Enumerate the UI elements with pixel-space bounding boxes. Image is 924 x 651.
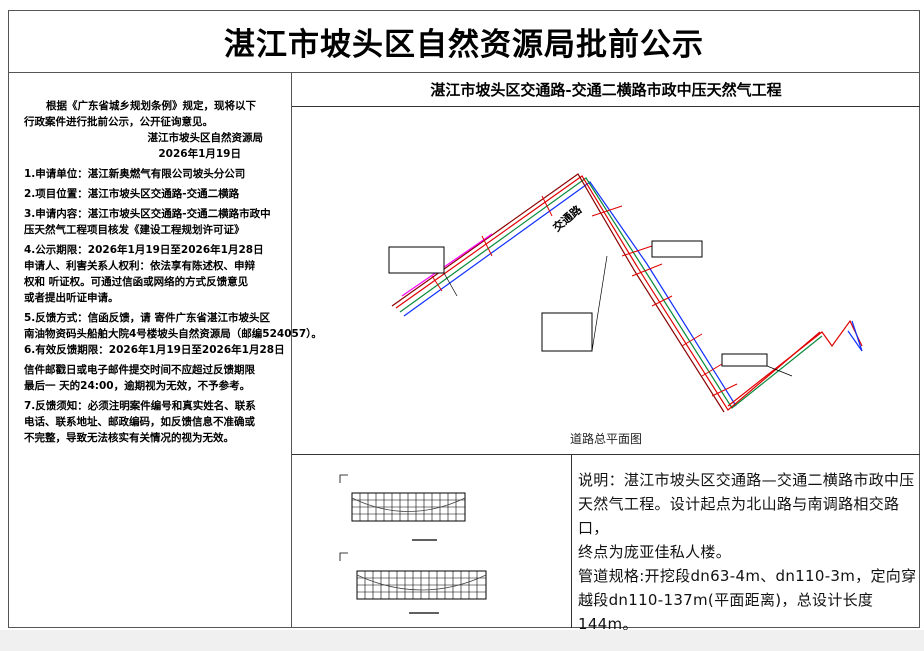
notice-item: 电话、联系地址、邮政编码，如反馈信息不准确或 <box>24 416 255 428</box>
annotation-tables <box>388 240 768 367</box>
notice-item: 申请人、利害关系人权利：依法享有陈述权、申辩 <box>24 260 255 272</box>
description-line: 管道规格:开挖段dn63-4m、dn110-3m，定向穿 <box>578 567 917 585</box>
notice-intro: 根据《广东省城乡规划条例》规定，现将以下 <box>46 100 256 112</box>
longitudinal-profile-drawings <box>339 474 487 614</box>
pipeline-route <box>391 173 863 413</box>
site-plan-panel: 湛江市坡头区交通路-交通二横路市政中压天然气工程 交通 <box>292 72 920 455</box>
notice-item: 南油物资码头船舶大院4号楼坡头自然资源局（邮编524057）。 <box>24 328 322 340</box>
profile-2 <box>339 552 487 614</box>
description-line: 说明：湛江市坡头区交通路—交通二横路市政中压 <box>578 471 915 489</box>
plan-title: 湛江市坡头区交通路-交通二横路市政中压天然气工程 <box>292 72 920 107</box>
bottom-margin <box>0 630 924 651</box>
notice-issuer: 湛江市坡头区自然资源局 <box>147 132 264 144</box>
notice-panel: 根据《广东省城乡规划条例》规定，现将以下 行政案件进行批前公示，公开征询意见。 … <box>8 72 322 628</box>
project-description: 说明：湛江市坡头区交通路—交通二横路市政中压 天然气工程。设计起点为北山路与南调… <box>578 468 920 636</box>
notice-date: 2026年1月19日 <box>158 148 241 160</box>
notice-item: 或者提出听证申请。 <box>24 292 119 304</box>
notice-item: 3.申请内容：湛江市坡头区交通路-交通二横路市政中 <box>24 208 271 220</box>
notice-item: 2.项目位置：湛江市坡头区交通路-交通二横路 <box>24 188 240 200</box>
notice-item: 1.申请单位：湛江新奥燃气有限公司坡头分公司 <box>24 168 246 180</box>
plan-caption: 道路总平面图 <box>569 432 642 446</box>
profile-1 <box>339 474 466 541</box>
notice-item: 7.反馈须知：必须注明案件编号和真实姓名、联系 <box>24 400 256 412</box>
description-line: 天然气工程。设计起点为北山路与南调路相交路口， <box>578 495 900 537</box>
notice-item: 压天然气工程项目核发《建设工程规划许可证》 <box>24 224 245 236</box>
notice-item: 最后一 天的24:00，逾期视为无效，不予参考。 <box>24 380 251 392</box>
notice-intro: 行政案件进行批前公示，公开征询意见。 <box>24 116 213 128</box>
notice-item: 权和 听证权。可通过信函或网络的方式反馈意见 <box>24 276 249 288</box>
profile-panel <box>292 455 572 628</box>
page-frame <box>8 10 920 628</box>
notice-item: 不完整，导致无法核实有关情况的视为无效。 <box>24 432 234 444</box>
site-plan-drawing: 交通路 <box>388 173 863 413</box>
notice-item: 6.有效反馈期限：2026年1月19日至2026年1月28日 <box>24 344 285 356</box>
page-title: 湛江市坡头区自然资源局批前公示 <box>8 10 920 73</box>
cross-ticks <box>431 195 738 397</box>
description-line: 144m。 <box>578 615 638 633</box>
notice-item: 5.反馈方式：信函反馈，请 寄件广东省湛江市坡头区 <box>24 312 270 324</box>
description-line: 越段dn110-137m(平面距离)，总设计长度 <box>578 591 874 609</box>
notice-item: 4.公示期限：2026年1月19日至2026年1月28日 <box>24 244 264 256</box>
description-line: 终点为庞亚佳私人楼。 <box>578 543 732 561</box>
notice-item: 信件邮戳日或电子邮件提交时间不应超过反馈期限 <box>24 364 255 376</box>
leader-lines <box>443 255 793 377</box>
